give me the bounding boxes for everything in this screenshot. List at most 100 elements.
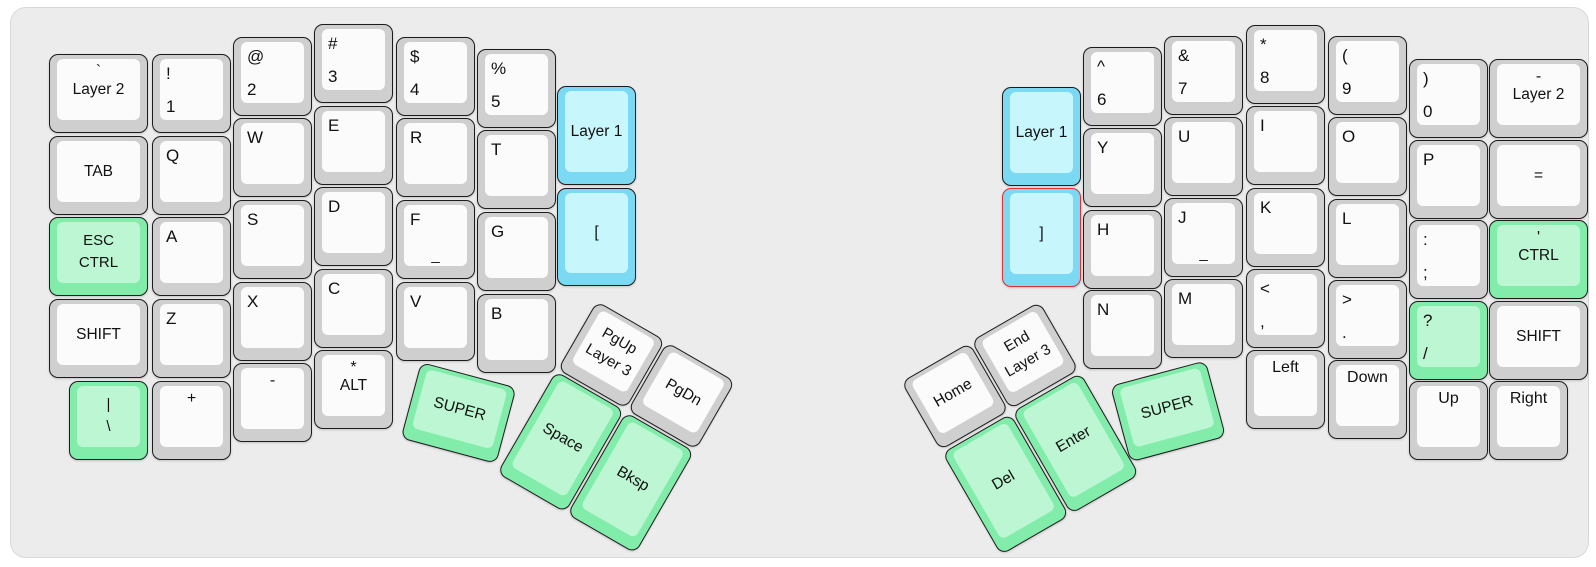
key-v-legend: V — [410, 292, 422, 311]
key-ctrl-right[interactable]: 'CTRL — [1489, 220, 1588, 299]
key-w[interactable]: W — [233, 118, 312, 197]
key-q-legend: Q — [166, 146, 180, 165]
key-r[interactable]: R — [396, 118, 475, 197]
key-4[interactable]: $4 — [396, 37, 475, 116]
key-up[interactable]: Up — [1409, 381, 1488, 460]
key-s[interactable]: S — [233, 200, 312, 279]
key-2-legend: @ — [247, 47, 265, 66]
key-m[interactable]: M — [1164, 279, 1243, 358]
key-h[interactable]: H — [1083, 210, 1162, 289]
key-0[interactable]: )0 — [1409, 59, 1488, 138]
key-9[interactable]: (9 — [1328, 36, 1407, 115]
key-lbracket-legend: [ — [594, 224, 599, 242]
key-x[interactable]: X — [233, 282, 312, 361]
key-p[interactable]: P — [1409, 140, 1488, 219]
key-f-cap: F_ — [404, 205, 467, 266]
key-semicolon[interactable]: :; — [1409, 220, 1488, 299]
key-rbracket[interactable]: ] — [1002, 188, 1081, 287]
key-6[interactable]: ^6 — [1083, 47, 1162, 126]
key-i[interactable]: I — [1246, 106, 1325, 185]
key-0-legend: ) — [1423, 69, 1429, 88]
key-right[interactable]: Right — [1489, 381, 1568, 460]
key-b-cap: B — [485, 299, 548, 360]
key-7[interactable]: &7 — [1164, 36, 1243, 115]
key-down[interactable]: Down — [1328, 360, 1407, 439]
key-equals-cap: = — [1497, 145, 1580, 206]
key-left-legend: Left — [1272, 359, 1299, 376]
key-p-cap: P — [1417, 145, 1480, 206]
key-5-legend: % — [491, 59, 507, 78]
key-j-cap: J_ — [1172, 203, 1235, 264]
key-z[interactable]: Z — [152, 299, 231, 378]
key-u[interactable]: U — [1164, 117, 1243, 196]
key-g-cap: G — [485, 217, 548, 278]
key-shift-left-legend: SHIFT — [76, 325, 121, 343]
key-f-legend: _ — [431, 247, 440, 264]
key-question-slash-cap: ?/ — [1417, 306, 1480, 367]
key-1-legend: 1 — [166, 97, 176, 116]
key-pgdn-legend: PgDn — [662, 375, 705, 410]
key-3[interactable]: #3 — [314, 24, 393, 103]
key-5[interactable]: %5 — [477, 49, 556, 128]
key-rbracket-cap: ] — [1010, 193, 1073, 274]
key-n[interactable]: N — [1083, 290, 1162, 369]
key-b[interactable]: B — [477, 294, 556, 373]
key-o[interactable]: O — [1328, 117, 1407, 196]
key-tab[interactable]: TAB — [49, 136, 148, 215]
key-l[interactable]: L — [1328, 199, 1407, 278]
key-layer1-left[interactable]: Layer 1 — [557, 86, 636, 185]
key-i-legend: I — [1260, 116, 1265, 135]
key-shift-right-legend: SHIFT — [1516, 327, 1561, 345]
key-layer1-right-cap: Layer 1 — [1010, 92, 1073, 173]
key-equals[interactable]: = — [1489, 140, 1588, 219]
key-super-left[interactable]: SUPER — [400, 362, 517, 464]
key-home-cap: Home — [910, 350, 996, 436]
key-e[interactable]: E — [314, 106, 393, 185]
key-8[interactable]: *8 — [1246, 25, 1325, 104]
key-pipe-backslash[interactable]: |\ — [69, 381, 148, 460]
key-h-cap: H — [1091, 215, 1154, 276]
key-k[interactable]: K — [1246, 188, 1325, 267]
key-plus-legend: + — [186, 390, 197, 407]
key-left[interactable]: Left — [1246, 350, 1325, 429]
key-a[interactable]: A — [152, 217, 231, 296]
key-j[interactable]: J_ — [1164, 198, 1243, 277]
key-down-legend: Down — [1347, 369, 1388, 386]
key-plus[interactable]: + — [152, 381, 231, 460]
key-2[interactable]: @2 — [233, 37, 312, 116]
key-d[interactable]: D — [314, 187, 393, 266]
key-8-legend: * — [1260, 35, 1267, 54]
key-c[interactable]: C — [314, 269, 393, 348]
key-y-cap: Y — [1091, 133, 1154, 194]
key-home-legend: Home — [930, 375, 975, 411]
key-alt[interactable]: *ALT — [314, 350, 393, 429]
key-layer2-right[interactable]: -Layer 2 — [1489, 59, 1588, 138]
key-y[interactable]: Y — [1083, 128, 1162, 207]
key-layer1-right[interactable]: Layer 1 — [1002, 87, 1081, 186]
key-o-cap: O — [1336, 122, 1399, 183]
key-k-cap: K — [1254, 193, 1317, 254]
key-1[interactable]: !1 — [152, 54, 231, 133]
key-super-right[interactable]: SUPER — [1110, 360, 1227, 463]
key-f[interactable]: F_ — [396, 200, 475, 279]
key-2-cap: @2 — [241, 42, 304, 103]
key-lbracket[interactable]: [ — [557, 188, 636, 286]
key-q[interactable]: Q — [152, 136, 231, 215]
key-period[interactable]: >. — [1328, 280, 1407, 359]
key-v[interactable]: V — [396, 282, 475, 361]
key-shift-left[interactable]: SHIFT — [49, 299, 148, 378]
key-layer2-left[interactable]: `Layer 2 — [49, 54, 148, 133]
key-tab-cap: TAB — [57, 141, 140, 202]
key-lbracket-cap: [ — [565, 193, 628, 273]
key-shift-right[interactable]: SHIFT — [1489, 301, 1588, 380]
key-g[interactable]: G — [477, 212, 556, 291]
key-question-slash[interactable]: ?/ — [1409, 301, 1488, 380]
key-up-cap: Up — [1417, 386, 1480, 447]
key-minus-left[interactable]: - — [233, 363, 312, 442]
key-t[interactable]: T — [477, 130, 556, 209]
key-comma[interactable]: <, — [1246, 269, 1325, 348]
key-layer2-right-legend: Layer 2 — [1512, 85, 1565, 103]
